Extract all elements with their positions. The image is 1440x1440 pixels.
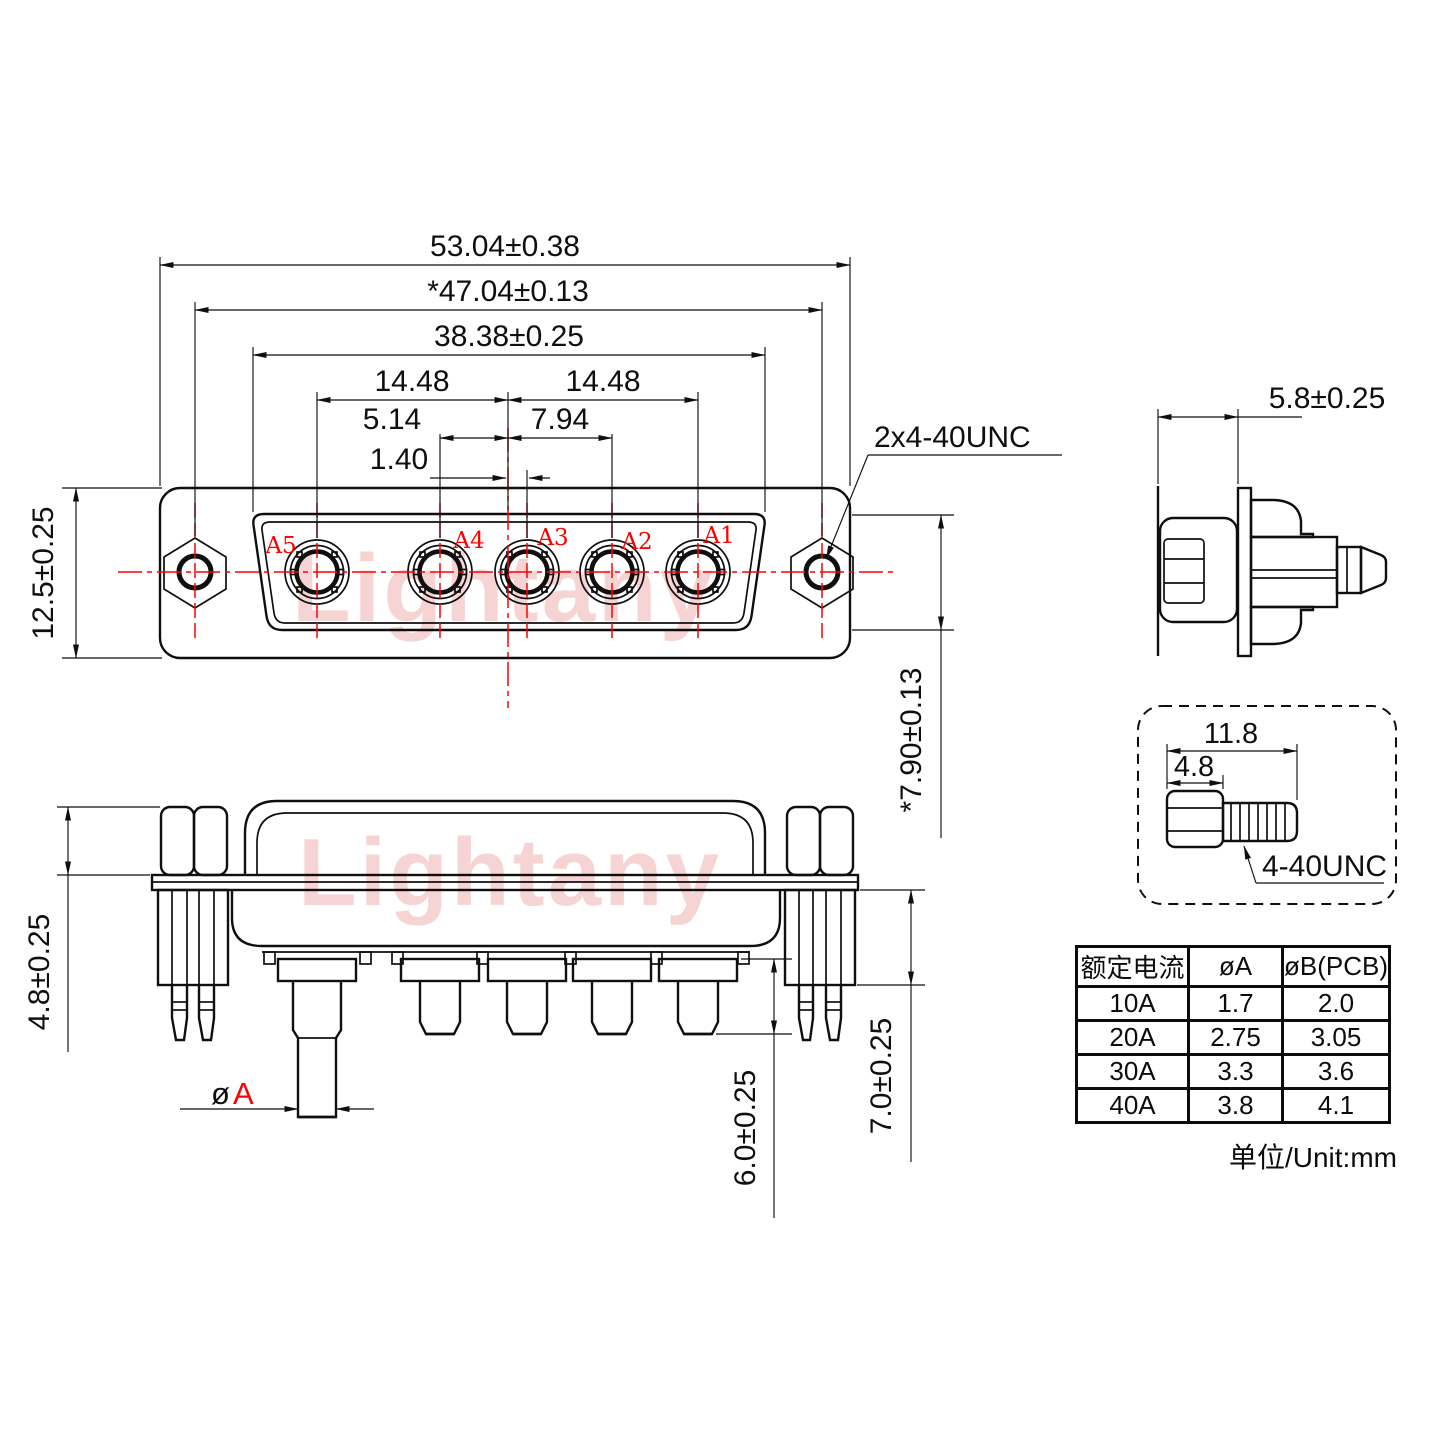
d-shell-outer (252, 512, 766, 632)
cell-current: 40A (1075, 1087, 1190, 1124)
header-rated-current: 额定电流 (1075, 945, 1190, 988)
table-row: 30A 3.3 3.6 (1075, 1053, 1391, 1090)
pin-dia-letter: A (233, 1076, 254, 1111)
dim-overall-width: 53.04±0.38 (430, 230, 580, 263)
shell-inner (256, 812, 754, 875)
cell-dia-b: 4.1 (1281, 1087, 1391, 1124)
pin-long (291, 981, 343, 1119)
dimension-lines (73, 262, 1062, 838)
cell-dia-a: 3.8 (1187, 1087, 1284, 1124)
contact-label-a4: A4 (452, 528, 484, 554)
contact-label-a5: A5 (264, 533, 296, 559)
hex-nut-profile (1163, 538, 1205, 604)
contact-label-a1: A1 (702, 523, 734, 549)
screw-thread-label: 4-40UNC (1262, 850, 1387, 883)
cell-dia-b: 3.6 (1281, 1053, 1391, 1090)
dim-a5-to-center: 14.48 (374, 365, 449, 398)
cell-dia-a: 2.75 (1187, 1019, 1284, 1056)
dim-standoff-height: 4.8±0.25 (23, 914, 56, 1031)
contact-label-a2: A2 (620, 529, 652, 555)
watermark-bottom: Lightany (298, 819, 722, 926)
barrel (1249, 535, 1339, 609)
dim-depth: 5.8±0.25 (1269, 382, 1386, 415)
dim-center-to-a3: 1.40 (370, 443, 428, 476)
table-row: 20A 2.75 3.05 (1075, 1019, 1391, 1056)
shroud-top (1249, 498, 1315, 539)
dim-center-to-a1: 14.48 (565, 365, 640, 398)
d-shell-inner (261, 521, 757, 624)
side-view: 5.8±0.25 (1156, 382, 1388, 658)
dim-flange-height: 12.5±0.25 (27, 506, 60, 639)
header-dia-a: øA (1187, 945, 1284, 988)
pin-dia-symbol: ø (211, 1076, 230, 1111)
pin-a4 (418, 981, 462, 1036)
dim-center-to-a2: 7.94 (531, 403, 589, 436)
dim-screw-head: 4.8 (1174, 751, 1214, 783)
dim-a4-to-center: 5.14 (363, 403, 421, 436)
contact-label-a3: A3 (536, 525, 568, 551)
cell-dia-b: 3.05 (1281, 1019, 1391, 1056)
screw-detail: 11.8 4.8 4-40UNC (1137, 705, 1397, 905)
cell-dia-b: 2.0 (1281, 985, 1391, 1022)
pin-shoulders (276, 957, 739, 983)
cell-current: 20A (1075, 1019, 1190, 1056)
dim-screw-total: 11.8 (1204, 718, 1258, 750)
table-header-row: 额定电流 øA øB(PCB) (1075, 945, 1391, 988)
rear-molding (1158, 516, 1239, 624)
dim-shell-width: 38.38±0.25 (434, 320, 584, 353)
bottom-view: 4.8±0.25 ø A 6.0±0.25 7.0±0.25 (23, 799, 925, 1218)
detail-box (1137, 705, 1397, 905)
flange-plate-edge (1236, 486, 1253, 658)
boardlock-right (783, 888, 857, 1042)
table-row: 40A 3.8 4.1 (1075, 1087, 1391, 1124)
standoff-left (159, 805, 229, 877)
unit-note: 单位/Unit:mm (1228, 1142, 1397, 1173)
front-view: A5 A4 A3 A2 A1 (27, 230, 1062, 838)
header-dia-b: øB(PCB) (1281, 945, 1391, 988)
extension-lines (62, 257, 954, 659)
thread-holes-label: 2x4-40UNC (874, 421, 1031, 454)
boardlock-left (156, 888, 230, 1042)
nose-collar (1335, 545, 1363, 595)
pin-a2 (590, 981, 634, 1036)
dim-pin-tail-length: 6.0±0.25 (729, 1070, 762, 1187)
watermark-front: Lightany (292, 535, 716, 642)
cell-dia-a: 1.7 (1187, 985, 1284, 1022)
dim-shell-height: *7.90±0.13 (895, 668, 928, 813)
spec-table: 额定电流 øA øB(PCB) 10A 1.7 2.0 20A 2.75 3.0… (1075, 945, 1391, 1124)
pin-a1 (676, 981, 720, 1036)
table-row: 10A 1.7 2.0 (1075, 985, 1391, 1022)
shell-outer (243, 799, 767, 875)
flange-outline (158, 486, 852, 660)
nose-tip (1359, 545, 1388, 595)
shroud-bottom (1249, 605, 1315, 646)
pin-a3 (505, 981, 549, 1036)
standoff-right (785, 805, 855, 877)
cell-current: 30A (1075, 1053, 1190, 1090)
cell-current: 10A (1075, 985, 1190, 1022)
cell-dia-a: 3.3 (1187, 1053, 1284, 1090)
screw-drawing (1165, 789, 1299, 849)
dim-mount-pitch: *47.04±0.13 (427, 275, 589, 308)
dim-boardlock-length: 7.0±0.25 (865, 1018, 898, 1135)
shell-lower (230, 890, 782, 948)
